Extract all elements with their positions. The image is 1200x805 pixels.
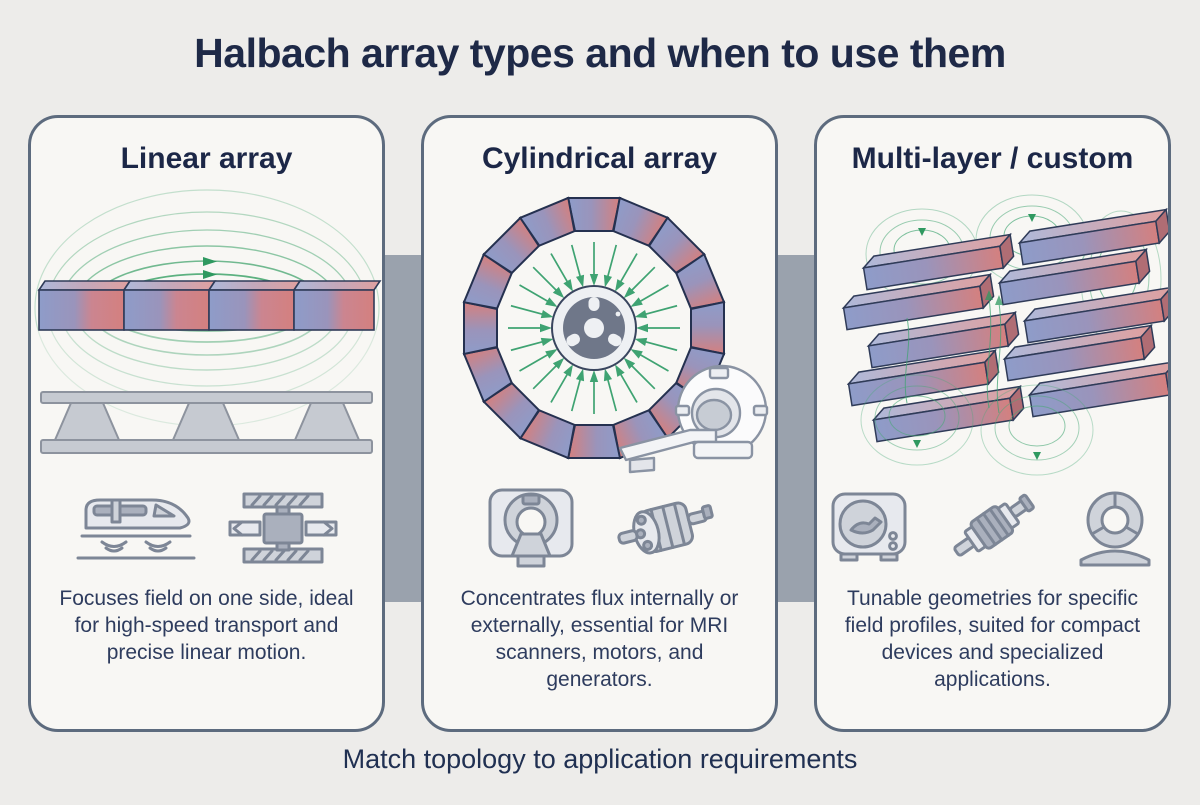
- magnet-bar: [37, 280, 382, 331]
- maglev-train-icon: [76, 498, 195, 560]
- field-loops-bottom: [860, 374, 1094, 476]
- blower-icon: [1079, 491, 1150, 567]
- application-icons: [72, 480, 342, 576]
- card-connector-band: [382, 255, 424, 602]
- mri-machine: [618, 364, 769, 474]
- footer-caption: Match topology to application requiremen…: [342, 744, 858, 774]
- card-title: Linear array: [120, 142, 293, 175]
- rail-track: [40, 391, 373, 454]
- card-connector-band: [775, 255, 817, 602]
- rotor-icon: [616, 501, 714, 555]
- card-title: Multi-layer / custom: [851, 142, 1134, 175]
- card-cylindrical-array: Cylindrical array: [421, 115, 778, 732]
- linear-array-illustration: [31, 178, 382, 478]
- mri-scanner-icon: [488, 488, 573, 568]
- card-description: Concentrates flux internally or external…: [460, 587, 739, 691]
- compact-device-icon: [831, 492, 906, 562]
- cylindrical-array-illustration: [424, 178, 775, 478]
- linear-actuator-icon: [228, 492, 337, 564]
- card-linear-array: Linear array: [28, 115, 385, 732]
- application-icons: [476, 480, 724, 576]
- card-description: Focuses field on one side, ideal for hig…: [59, 587, 354, 664]
- field-threads: [904, 290, 1003, 414]
- multilayer-array-illustration: [817, 178, 1168, 478]
- coupling-icon: [952, 493, 1035, 557]
- application-icons: [823, 480, 1163, 576]
- page-title: Halbach array types and when to use them: [194, 30, 1006, 76]
- rotor-hub: [551, 285, 637, 371]
- card-title: Cylindrical array: [481, 142, 718, 175]
- card-description: Tunable geometries for specific field pr…: [844, 587, 1141, 691]
- card-multilayer-custom: Multi-layer / custom: [814, 115, 1171, 732]
- magnet-ring: [462, 196, 726, 460]
